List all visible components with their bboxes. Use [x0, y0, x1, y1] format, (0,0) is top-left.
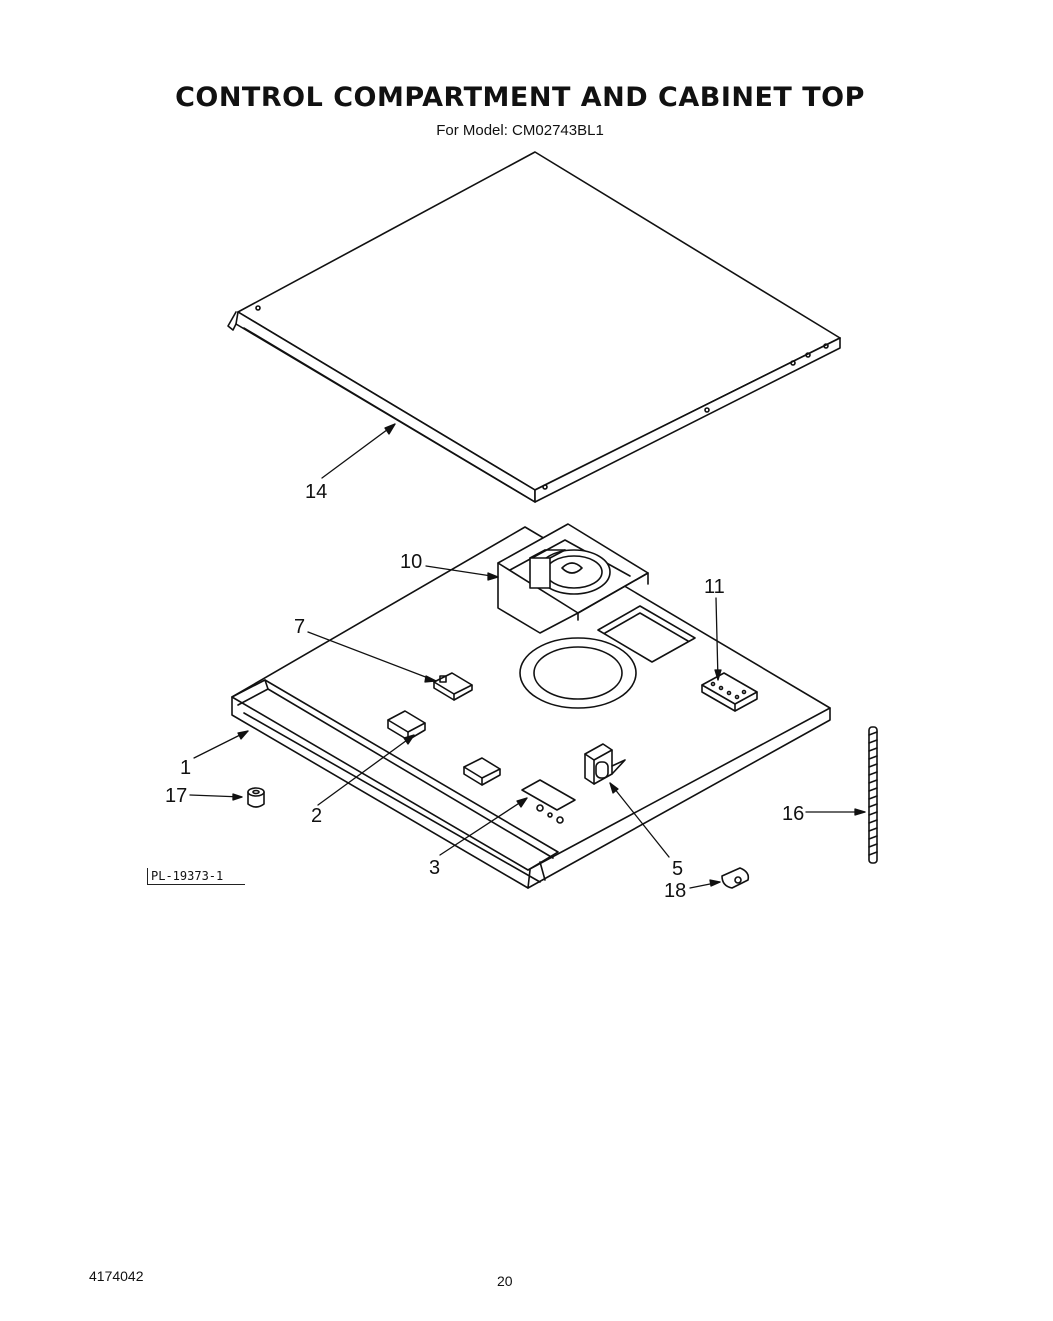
- callout-14: 14: [305, 481, 327, 503]
- bumper-part-17: [247, 787, 265, 808]
- page-number: 20: [497, 1273, 513, 1289]
- callout-5: 5: [672, 858, 683, 880]
- leader-lines: [189, 423, 866, 889]
- callout-1: 1: [180, 757, 191, 779]
- callout-labels: 14 10 7 11 1 17 2 3 5 16 18: [165, 481, 804, 902]
- plate-part-3: [521, 779, 576, 824]
- switch-part-2: [387, 710, 426, 741]
- document-number: 4174042: [89, 1268, 144, 1284]
- motor-assembly: [497, 523, 649, 634]
- callout-17: 17: [165, 785, 187, 807]
- callout-2: 2: [311, 805, 322, 827]
- bracket-part-5: [584, 743, 626, 785]
- control-compartment-base: [231, 526, 831, 889]
- threaded-rod-part-16: [868, 726, 878, 864]
- square-cutout: [597, 605, 696, 663]
- callout-10: 10: [400, 551, 422, 573]
- circular-opening: [519, 637, 637, 709]
- callout-11: 11: [704, 576, 725, 598]
- switch-part-7: [433, 672, 473, 701]
- callout-3: 3: [429, 857, 440, 879]
- page-title: CONTROL COMPARTMENT AND CABINET TOP: [175, 82, 865, 113]
- callout-16: 16: [782, 803, 804, 825]
- callout-7: 7: [294, 616, 305, 638]
- clip-part-18: [721, 867, 750, 889]
- model-subtitle: For Model: CM02743BL1: [436, 122, 604, 139]
- reference-number-box: PL-19373-1: [147, 868, 245, 885]
- switch-front: [463, 757, 501, 786]
- cabinet-top-panel: [227, 151, 841, 503]
- callout-18: 18: [664, 880, 686, 902]
